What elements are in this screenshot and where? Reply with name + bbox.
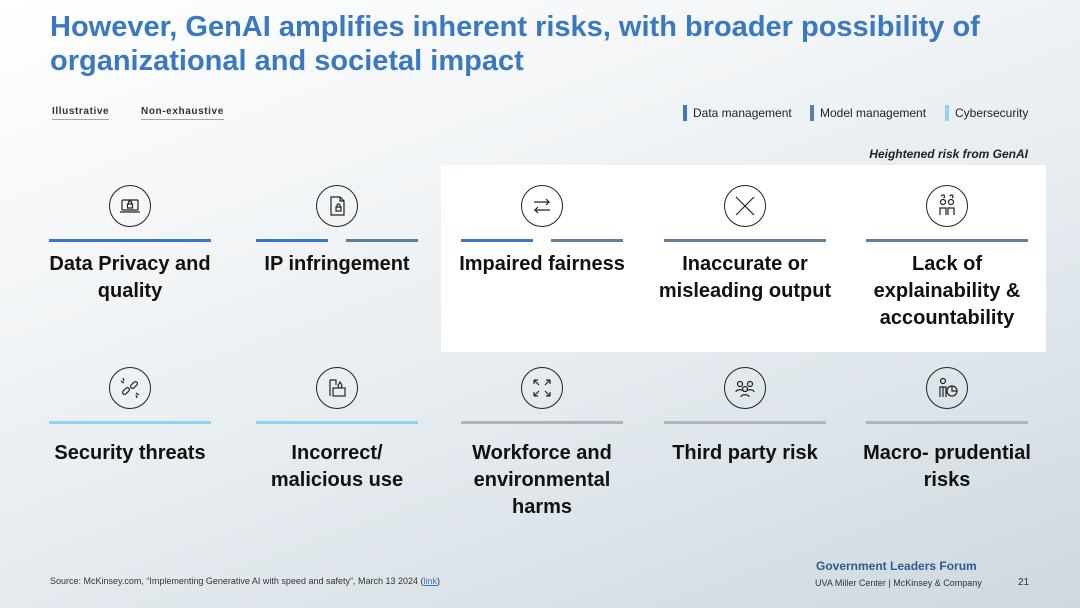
broken-link-icon	[109, 367, 151, 409]
category-lines	[664, 239, 826, 242]
model-management-line	[664, 239, 826, 242]
illustrative-tag: Illustrative	[52, 106, 110, 120]
page-title: However, GenAI amplifies inherent risks,…	[50, 11, 980, 77]
risk-label: Data Privacy and quality	[49, 253, 211, 302]
legend-label: Model management	[820, 106, 927, 120]
source-link[interactable]: link	[423, 576, 438, 586]
legend-swatch	[945, 105, 949, 121]
data-management-line	[256, 239, 328, 242]
laptop-lock-icon	[109, 185, 151, 227]
other-line	[461, 421, 623, 424]
forum-subtitle: UVA Miller Center | McKinsey & Company	[815, 578, 982, 588]
data-management-line	[461, 239, 533, 242]
non-exhaustive-tag: Non-exhaustive	[141, 106, 224, 120]
group-people-icon	[724, 367, 766, 409]
risk-label: Impaired fairness	[459, 253, 625, 275]
category-lines	[49, 421, 211, 424]
source-close: )	[437, 576, 441, 586]
model-management-line	[866, 239, 1028, 242]
legend-label: Data management	[693, 106, 792, 120]
arrows-exchange-icon	[521, 185, 563, 227]
category-lines	[49, 239, 211, 242]
model-management-line	[551, 239, 623, 242]
expand-arrows-icon	[521, 367, 563, 409]
legend-cybersecurity: Cybersecurity	[945, 105, 1028, 121]
risk-label: Macro- prudential risks	[863, 442, 1031, 491]
page-number: 21	[1018, 577, 1030, 588]
x-mark-icon	[724, 185, 766, 227]
legend-swatch	[810, 105, 814, 121]
forum-brand: Government Leaders Forum	[816, 559, 977, 573]
category-lines	[461, 239, 623, 242]
category-lines	[664, 421, 826, 424]
risk-label: IP infringement	[264, 253, 410, 275]
risk-label: Third party risk	[672, 442, 818, 464]
category-lines	[256, 239, 418, 242]
heightened-risk-label: Heightened risk from GenAI	[869, 147, 1028, 161]
person-chart-icon	[926, 367, 968, 409]
risk-label: Inaccurate or misleading output	[658, 253, 832, 302]
data-management-line	[49, 239, 211, 242]
people-question-icon	[926, 185, 968, 227]
other-line	[664, 421, 826, 424]
legend-swatch	[683, 105, 687, 121]
category-lines	[256, 421, 418, 424]
source-text: Source: McKinsey.com, “Implementing Gene…	[50, 576, 424, 586]
model-management-line	[346, 239, 418, 242]
risk-label: Incorrect/ malicious use	[270, 442, 404, 491]
other-line	[866, 421, 1028, 424]
risk-label: Security threats	[54, 442, 206, 464]
document-lock-icon	[316, 185, 358, 227]
legend-label: Cybersecurity	[955, 106, 1029, 120]
box-fire-icon	[316, 367, 358, 409]
cybersecurity-line	[49, 421, 211, 424]
risk-label: Lack of explainability & accountability	[873, 253, 1021, 329]
legend-data-management: Data management	[683, 105, 792, 121]
category-lines	[866, 421, 1028, 424]
cybersecurity-line	[256, 421, 418, 424]
legend-model-management: Model management	[810, 105, 926, 121]
risk-label: Workforce and environmental harms	[472, 442, 612, 518]
category-lines	[866, 239, 1028, 242]
source-note: Source: McKinsey.com, “Implementing Gene…	[50, 576, 440, 586]
category-lines	[461, 421, 623, 424]
